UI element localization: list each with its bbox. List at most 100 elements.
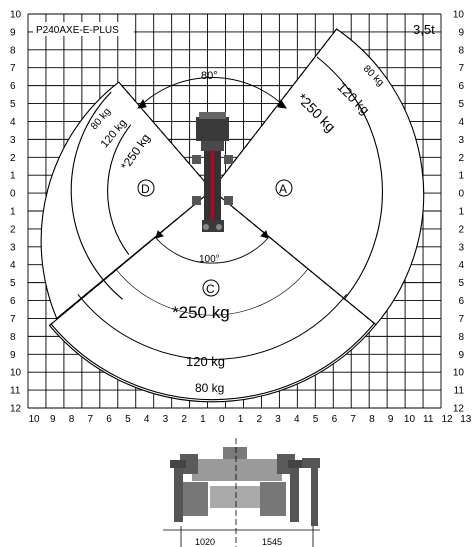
y-tick-label: 5 bbox=[458, 99, 464, 110]
x-tick-label: 7 bbox=[88, 414, 94, 425]
load-bottom-250: *250 kg bbox=[172, 303, 230, 322]
y-tick-label: 1 bbox=[10, 207, 16, 218]
y-tick-label: 12 bbox=[453, 404, 465, 415]
y-tick-label: 1 bbox=[10, 171, 16, 182]
y-tick-label: 7 bbox=[10, 63, 16, 74]
y-tick-label: 3 bbox=[10, 242, 16, 253]
zone-d-label: D bbox=[141, 182, 150, 196]
y-tick-label: 6 bbox=[10, 296, 16, 307]
right-arc-120 bbox=[316, 56, 383, 301]
bottom-arc-120 bbox=[77, 293, 347, 360]
y-tick-label: 2 bbox=[10, 224, 16, 235]
x-tick-label: 12 bbox=[441, 414, 453, 425]
dash-boundary-top-left bbox=[118, 81, 213, 191]
x-tick-label: 8 bbox=[369, 414, 375, 425]
x-tick-label: 5 bbox=[313, 414, 319, 425]
y-tick-label: 6 bbox=[458, 296, 464, 307]
y-tick-label: 4 bbox=[458, 260, 464, 271]
x-tick-label: 13 bbox=[460, 414, 472, 425]
y-tick-label: 9 bbox=[458, 350, 464, 361]
load-bottom-80: 80 kg bbox=[195, 381, 224, 395]
right-sector-outer bbox=[211, 28, 425, 326]
machine-front-view bbox=[163, 438, 320, 547]
bottom-arc-250 bbox=[115, 268, 309, 316]
x-tick-label: 1 bbox=[238, 414, 244, 425]
y-tick-label: 6 bbox=[10, 81, 16, 92]
y-tick-label: 5 bbox=[10, 99, 16, 110]
x-tick-label: 9 bbox=[388, 414, 394, 425]
x-tick-label: 10 bbox=[28, 414, 40, 425]
y-tick-label: 4 bbox=[458, 117, 464, 128]
y-tick-label: 9 bbox=[10, 350, 16, 361]
model-label: P240AXE-E-PLUS bbox=[36, 25, 119, 36]
x-tick-label: 5 bbox=[125, 414, 131, 425]
x-tick-label: 9 bbox=[50, 414, 56, 425]
left-arc-250 bbox=[107, 124, 132, 255]
y-tick-label: 0 bbox=[458, 189, 464, 200]
y-tick-label: 5 bbox=[10, 278, 16, 289]
y-tick-label: 10 bbox=[10, 10, 22, 21]
x-tick-label: 2 bbox=[256, 414, 262, 425]
x-tick-label: 6 bbox=[332, 414, 338, 425]
y-tick-label: 3 bbox=[458, 242, 464, 253]
y-tick-label: 1 bbox=[458, 171, 464, 182]
x-tick-label: 10 bbox=[404, 414, 416, 425]
y-tick-label: 2 bbox=[458, 153, 464, 164]
angle-top-label: 80° bbox=[201, 70, 218, 82]
x-tick-label: 11 bbox=[423, 414, 434, 425]
dimension-right: 1545 bbox=[262, 537, 282, 547]
y-tick-label: 3 bbox=[458, 135, 464, 146]
y-tick-label: 11 bbox=[454, 386, 465, 397]
x-tick-label: 3 bbox=[163, 414, 169, 425]
angle-bottom-label: 100° bbox=[199, 254, 220, 265]
y-tick-label: 10 bbox=[453, 10, 465, 21]
y-tick-label: 7 bbox=[458, 314, 464, 325]
bottom-arc-80 bbox=[50, 323, 375, 401]
dash-boundary-top-right bbox=[211, 28, 338, 191]
load-bottom-120: 120 kg bbox=[186, 354, 225, 369]
x-tick-label: 0 bbox=[219, 414, 225, 425]
dimension-left: 1020 bbox=[195, 537, 215, 547]
y-tick-label: 2 bbox=[10, 153, 16, 164]
y-tick-label: 11 bbox=[10, 386, 21, 397]
y-tick-label: 10 bbox=[453, 368, 465, 379]
x-tick-label: 2 bbox=[181, 414, 187, 425]
x-tick-label: 4 bbox=[294, 414, 300, 425]
y-tick-label: 8 bbox=[10, 332, 16, 343]
machine-top-view bbox=[192, 112, 233, 232]
y-tick-label: 9 bbox=[458, 27, 464, 38]
x-tick-label: 4 bbox=[144, 414, 150, 425]
angle-indicators bbox=[137, 77, 287, 264]
y-tick-label: 4 bbox=[10, 260, 16, 271]
y-tick-label: 9 bbox=[10, 27, 16, 38]
zone-markers bbox=[137, 179, 293, 297]
left-arc-120 bbox=[70, 91, 124, 300]
x-tick-label: 8 bbox=[69, 414, 75, 425]
x-tick-label: 1 bbox=[200, 414, 206, 425]
y-tick-label: 12 bbox=[10, 404, 22, 415]
x-tick-label: 6 bbox=[106, 414, 112, 425]
x-tick-label: 3 bbox=[275, 414, 281, 425]
y-tick-label: 3 bbox=[10, 135, 16, 146]
y-tick-label: 6 bbox=[458, 81, 464, 92]
angle-arc-bottom bbox=[155, 237, 269, 264]
y-tick-label: 10 bbox=[10, 368, 22, 379]
y-tick-label: 7 bbox=[458, 63, 464, 74]
y-tick-label: 1 bbox=[458, 207, 464, 218]
y-tick-label: 7 bbox=[10, 314, 16, 325]
capacity-label: 3,5t bbox=[413, 22, 435, 37]
y-tick-label: 0 bbox=[10, 189, 16, 200]
zone-a-label: A bbox=[279, 182, 287, 196]
y-tick-label: 4 bbox=[10, 117, 16, 128]
y-tick-label: 5 bbox=[458, 278, 464, 289]
y-tick-label: 2 bbox=[458, 224, 464, 235]
y-tick-label: 8 bbox=[458, 332, 464, 343]
y-tick-label: 8 bbox=[10, 45, 16, 56]
y-tick-label: 8 bbox=[458, 45, 464, 56]
x-tick-label: 7 bbox=[350, 414, 356, 425]
angle-arc-top bbox=[137, 77, 287, 109]
zone-c-label: C bbox=[206, 282, 215, 296]
